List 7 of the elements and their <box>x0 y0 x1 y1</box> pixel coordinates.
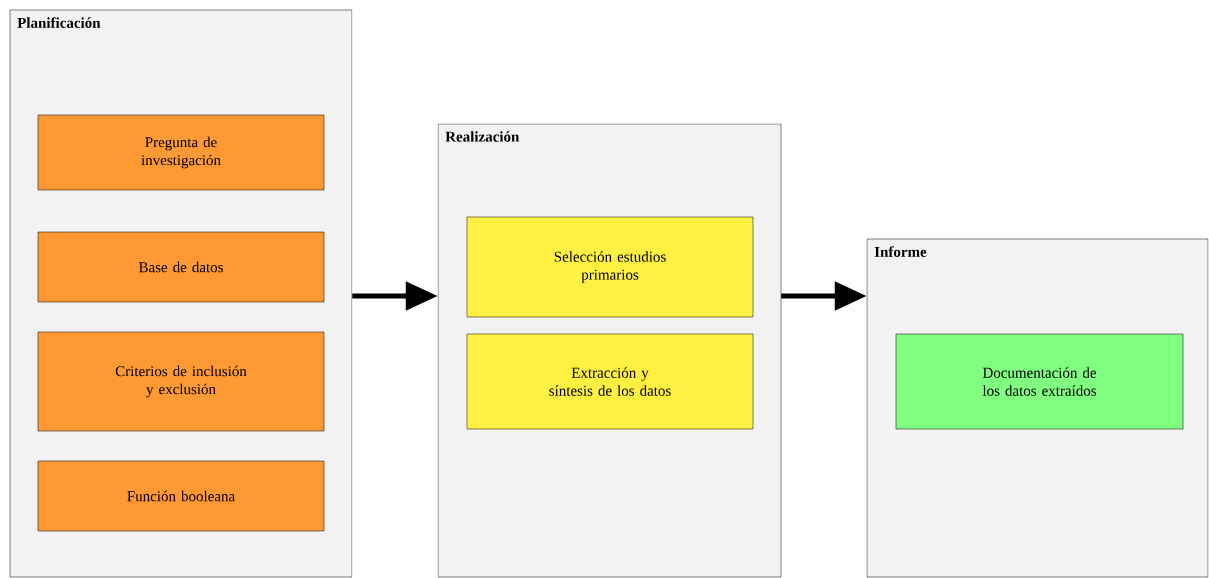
process-box: Criterios de inclusión y exclusión <box>37 331 325 432</box>
process-box: Base de datos <box>37 231 325 303</box>
process-box: Extracción y síntesis de los datos <box>466 333 754 430</box>
process-box: Selección estudios primarios <box>466 216 754 318</box>
process-box: Documentación de los datos extraídos <box>895 333 1184 430</box>
process-box: Función booleana <box>37 460 325 532</box>
process-box: Pregunta de investigación <box>37 114 325 191</box>
